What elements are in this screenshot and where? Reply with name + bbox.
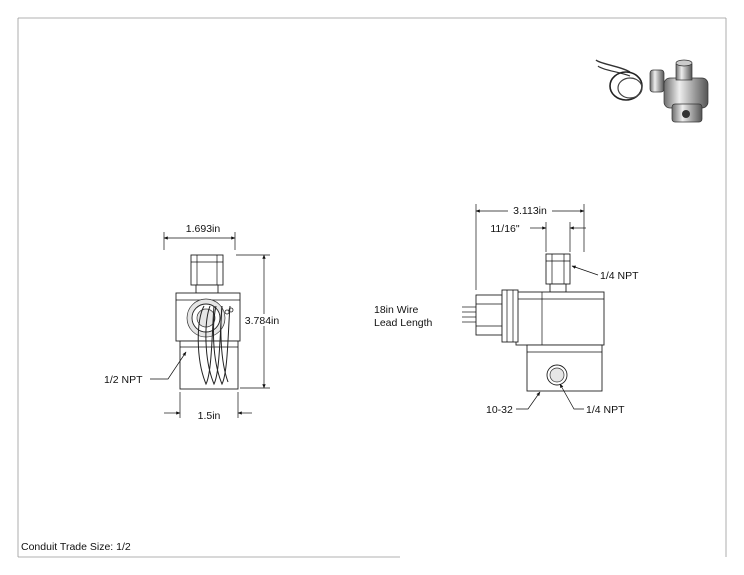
leader-side-bottom-port [559, 383, 584, 410]
dim-front-height [236, 254, 282, 389]
side-view [462, 253, 605, 392]
side-top-port-label: 1/4 NPT [600, 270, 639, 282]
front-height-label: 3.784in [245, 315, 280, 327]
leader-side-top-port [571, 265, 599, 276]
side-bottom-port-label: 1/4 NPT [586, 404, 625, 416]
side-mount-thread-label: 10-32 [486, 404, 513, 416]
conduit-trade-size-note: Conduit Trade Size: 1/2 [21, 541, 131, 553]
leader-front-port [150, 351, 187, 380]
leader-side-mount-thread [516, 391, 541, 410]
side-overall-width-label: 3.113in [513, 205, 547, 217]
dim-front-bottom-width [164, 392, 252, 418]
front-view [175, 254, 241, 390]
front-port-label: 1/2 NPT [104, 374, 143, 386]
wire-lead-line2: Lead Length [374, 317, 433, 329]
side-fitting-width-label: 11/16" [490, 223, 519, 235]
product-thumbnail [595, 59, 709, 123]
dim-side-fitting-width [530, 222, 586, 252]
front-top-width-label: 1.693in [186, 223, 221, 235]
front-bottom-width-label: 1.5in [198, 410, 221, 422]
wire-lead-line1: 18in Wire [374, 304, 419, 316]
dim-side-overall-width [475, 204, 585, 290]
dim-front-top-width [163, 224, 236, 250]
drawing-border [17, 17, 727, 558]
